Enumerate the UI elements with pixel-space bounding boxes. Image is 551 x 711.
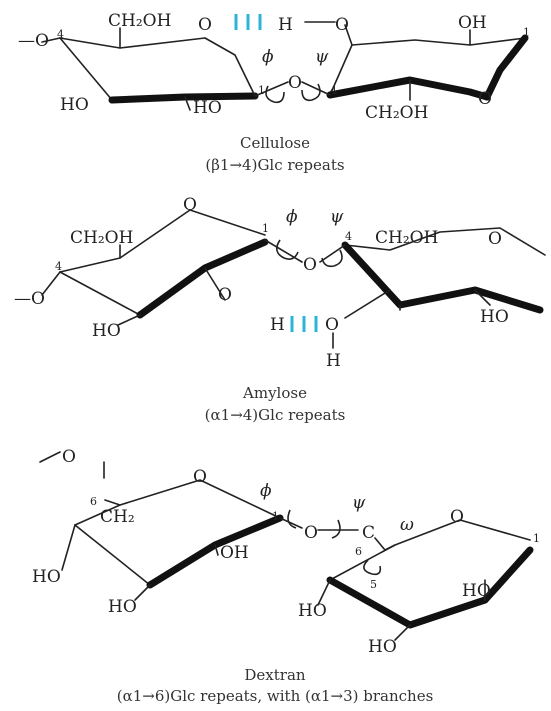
amylose-glycosidic-link [264, 239, 391, 349]
cellulose-oh-right: OH [458, 13, 487, 33]
dextran-omega: ω [400, 515, 414, 535]
cellulose-structure: —O 4 CH₂OH O H O OH 1 ϕ ψ 1 O 4 HO HO CH… [18, 11, 530, 174]
amylose-c1: 1 [262, 222, 269, 235]
dextran-ring-o-right: O [450, 507, 464, 527]
amylose-c4: 4 [345, 230, 352, 243]
amylose-ring-o-right: O [488, 229, 502, 249]
dextran-oh-left: OH [220, 543, 249, 563]
dextran-c: C [362, 523, 375, 543]
amylose-glyco-o: O [303, 255, 317, 275]
amylose-ch2oh-left: CH₂OH [70, 228, 133, 248]
cellulose-c4-left: 4 [57, 28, 64, 41]
cellulose-ring-o-left: O [198, 15, 212, 35]
amylose-o-left: —O [14, 289, 45, 309]
cellulose-ch2oh-right: CH₂OH [365, 103, 428, 123]
amylose-o-mid: O [218, 285, 232, 305]
dextran-c1: 1 [272, 510, 279, 523]
dextran-right-ring [317, 519, 534, 641]
dextran-ho-bottom: HO [368, 637, 397, 657]
dextran-ho-left: HO [32, 567, 61, 587]
dextran-c5: 5 [370, 578, 377, 591]
dextran-o-top: O [62, 447, 76, 467]
dextran-name: Dextran [244, 666, 306, 684]
cellulose-name: Cellulose [240, 134, 310, 152]
amylose-phi: ϕ [286, 207, 298, 227]
amylose-hydrogen-bond [290, 316, 318, 332]
dextran-ch2: CH₂ [100, 507, 135, 527]
amylose-structure: O CH₂OH 4 —O HO 1 ϕ ψ O 4 CH₂OH O O H O … [14, 195, 546, 424]
amylose-c4-left: 4 [55, 260, 62, 273]
amylose-right-ring [341, 227, 546, 314]
cellulose-hydrogen-bond [234, 14, 262, 30]
amylose-name: Amylose [242, 384, 307, 402]
amylose-linkage: (α1→4)Glc repeats [205, 406, 346, 424]
dextran-left-ring [39, 451, 284, 601]
dextran-c1-right: 1 [533, 532, 540, 545]
dextran-c6-left: 6 [90, 495, 97, 508]
dextran-glycosidic-link [279, 517, 386, 551]
dextran-ho-right: HO [462, 581, 491, 601]
cellulose-rotation-arrows [265, 83, 321, 104]
cellulose-glyco-o: O [288, 73, 302, 93]
cellulose-h: H [278, 15, 293, 35]
cellulose-left-ring [41, 27, 259, 111]
dextran-structure: O 6 CH₂ O ϕ 1 O ψ C 6 ω O 1 5 OH HO HO H… [32, 447, 540, 705]
cellulose-ch2oh-left: CH₂OH [108, 11, 171, 31]
amylose-ho-left: HO [92, 321, 121, 341]
dextran-c6: 6 [355, 545, 362, 558]
cellulose-c1-right: 1 [523, 26, 530, 39]
cellulose-glycosidic-link [254, 21, 353, 97]
cellulose-c4: 4 [330, 84, 337, 97]
amylose-left-ring [41, 209, 269, 326]
cellulose-linkage: (β1→4)Glc repeats [205, 156, 344, 174]
dextran-rotation-arrows [287, 509, 382, 576]
dextran-ho-bottom-left: HO [108, 597, 137, 617]
dextran-linkage: (α1→6)Glc repeats, with (α1→3) branches [117, 687, 434, 705]
dextran-glyco-o: O [304, 523, 318, 543]
cellulose-ring-o-right: O [478, 89, 492, 109]
amylose-psi: ψ [330, 207, 344, 227]
cellulose-o-right: O [335, 15, 349, 35]
cellulose-right-ring [326, 29, 529, 101]
amylose-ho-right: HO [480, 307, 509, 327]
dextran-ho-mid: HO [298, 601, 327, 621]
cellulose-o-left: —O [18, 31, 49, 51]
cellulose-psi: ψ [315, 47, 329, 67]
amylose-h: H [270, 315, 285, 335]
dextran-phi: ϕ [260, 481, 272, 501]
amylose-ch2oh-right: CH₂OH [375, 228, 438, 248]
amylose-ring-o-left: O [183, 195, 197, 215]
amylose-o-hbond: O [325, 315, 339, 335]
dextran-psi: ψ [352, 493, 366, 513]
amylose-rotation-arrows [276, 239, 343, 268]
cellulose-phi: ϕ [262, 47, 274, 67]
amylose-h-bottom: H [326, 351, 341, 371]
cellulose-c1: 1 [258, 84, 265, 97]
dextran-ring-o-left: O [193, 467, 207, 487]
cellulose-ho-mid: HO [193, 98, 222, 118]
cellulose-ho-left: HO [60, 95, 89, 115]
